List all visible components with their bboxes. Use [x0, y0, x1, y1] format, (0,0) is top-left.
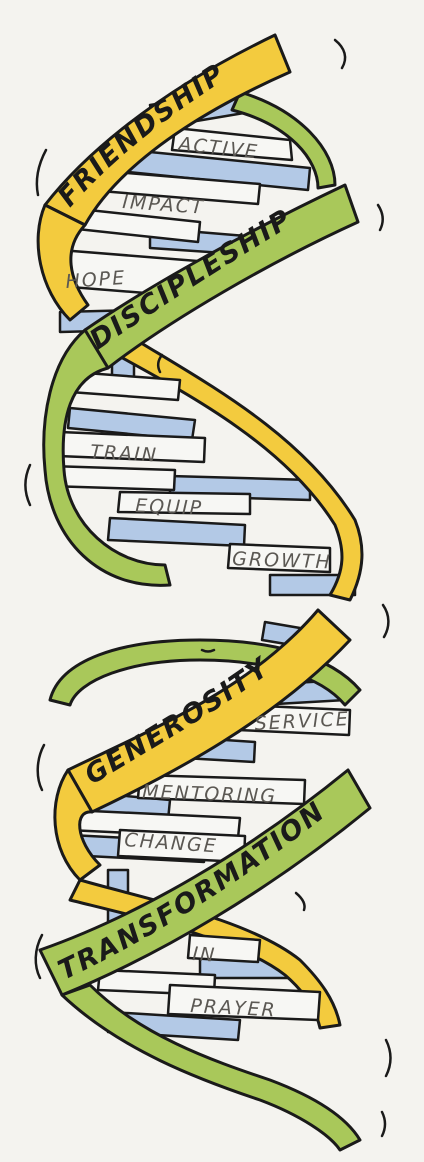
motion-mark [35, 148, 48, 197]
rung-label-growth: GROWTH [232, 548, 332, 573]
rung-label-service: SERVICE [254, 708, 350, 735]
green-strand-bottom-tail [60, 983, 362, 1152]
motion-mark [200, 648, 216, 653]
rung-back-8 [106, 516, 247, 548]
rung-label-hope: HOPE [65, 267, 127, 293]
green-strand-transformation-ribbon [38, 768, 372, 997]
motion-mark [294, 891, 306, 912]
motion-mark [333, 38, 347, 70]
yellow-strand-left-curve [53, 768, 102, 882]
rung-label-mentoring: MENTORING [142, 781, 278, 808]
yellow-strand-top-ribbon [43, 33, 292, 227]
motion-mark [34, 933, 44, 980]
motion-marks [24, 38, 392, 1138]
motion-mark [384, 1038, 392, 1078]
rung-label-in: IN [192, 943, 217, 967]
green-strand-left-curve [42, 328, 172, 587]
rung-label-train: TRAIN [90, 441, 159, 467]
yellow-strand-top-tail [36, 203, 90, 322]
rung-label-equip: EQUIP [135, 495, 204, 519]
green-strand-back-top [230, 90, 337, 190]
motion-mark [24, 463, 32, 507]
green-strand-discipleship-ribbon [83, 183, 360, 370]
motion-mark [381, 603, 390, 639]
motion-mark [380, 1110, 387, 1138]
motion-mark [157, 353, 164, 374]
rung-front-9 [226, 542, 332, 574]
strands-front [36, 33, 372, 1152]
rung-front-8 [116, 490, 252, 516]
rung-label-prayer: PRAYER [190, 995, 278, 1021]
rung-front-1 [170, 126, 294, 162]
rung-front-16 [166, 983, 322, 1022]
motion-mark [376, 203, 384, 232]
yellow-strand-generosity-ribbon [66, 608, 352, 814]
rung-front-14 [186, 933, 262, 964]
yellow-strand-back-upper [106, 328, 364, 602]
rungs-front [46, 126, 352, 1022]
motion-mark [36, 743, 46, 792]
